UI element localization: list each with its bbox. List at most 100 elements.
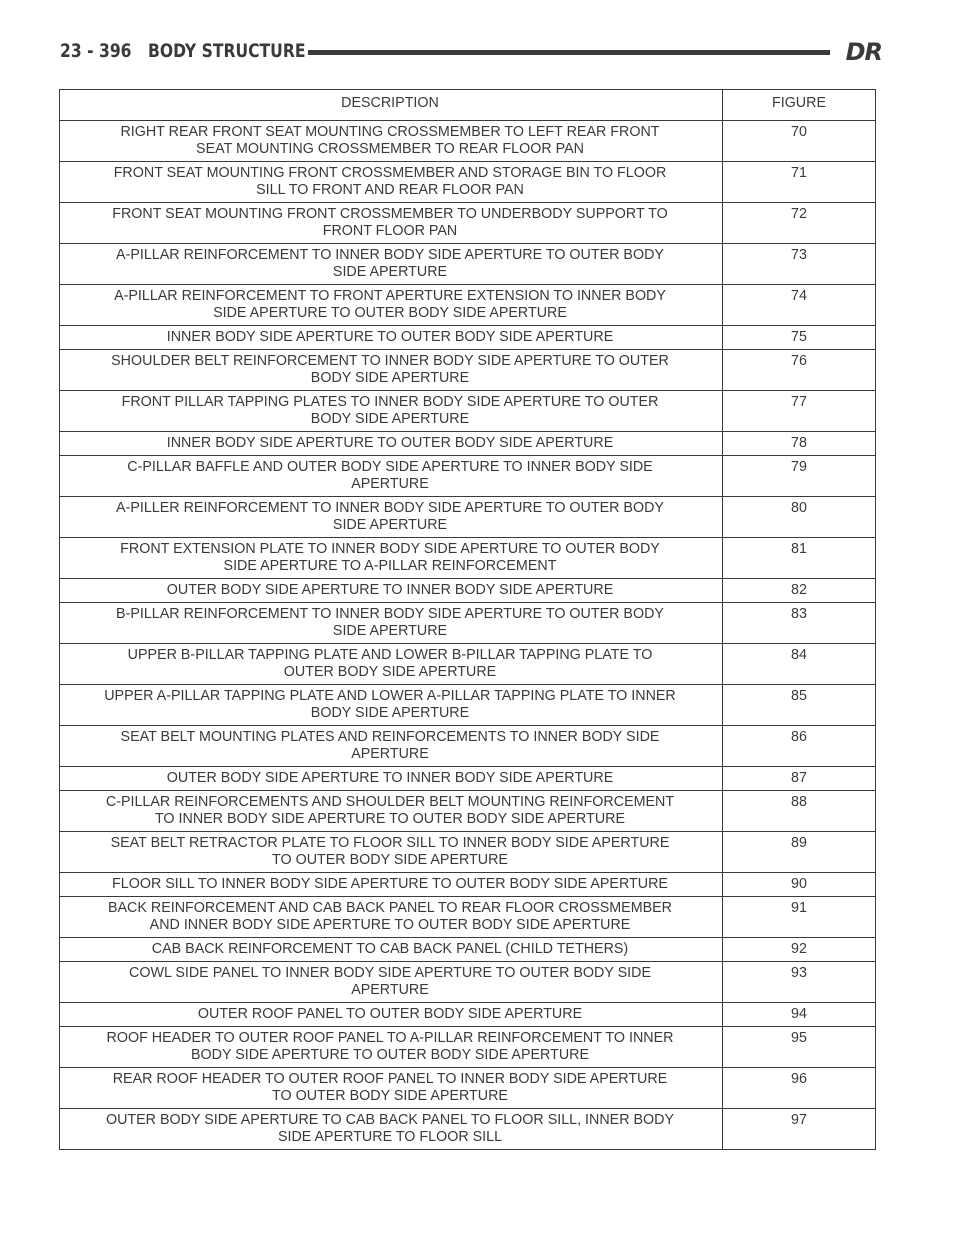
table-row: FRONT SEAT MOUNTING FRONT CROSSMEMBER TO…	[59, 202, 876, 244]
description-line: REAR ROOF HEADER TO OUTER ROOF PANEL TO …	[112, 1071, 668, 1087]
row-description: UPPER A-PILLAR TAPPING PLATE AND LOWER A…	[59, 684, 723, 726]
row-description: FRONT SEAT MOUNTING FRONT CROSSMEMBER TO…	[59, 202, 723, 244]
table-row: RIGHT REAR FRONT SEAT MOUNTING CROSSMEMB…	[59, 120, 876, 162]
row-description: BACK REINFORCEMENT AND CAB BACK PANEL TO…	[59, 896, 723, 938]
row-figure-number: 81	[722, 537, 876, 579]
description-line: A-PILLAR REINFORCEMENT TO INNER BODY SID…	[116, 247, 664, 263]
description-line: APERTURE	[351, 476, 429, 492]
row-figure-number: 97	[722, 1108, 876, 1150]
row-figure-number: 84	[722, 643, 876, 685]
row-description: A-PILLAR REINFORCEMENT TO INNER BODY SID…	[59, 243, 723, 285]
row-figure-number: 94	[722, 1002, 876, 1027]
row-description: RIGHT REAR FRONT SEAT MOUNTING CROSSMEMB…	[59, 120, 723, 162]
description-line: OUTER BODY SIDE APERTURE	[283, 664, 497, 680]
row-figure-number: 96	[722, 1067, 876, 1109]
row-description: FRONT SEAT MOUNTING FRONT CROSSMEMBER AN…	[59, 161, 723, 203]
description-line: FRONT SEAT MOUNTING FRONT CROSSMEMBER AN…	[113, 165, 667, 181]
description-line: CAB BACK REINFORCEMENT TO CAB BACK PANEL…	[151, 941, 629, 957]
row-figure-number: 80	[722, 496, 876, 538]
description-line: SEAT BELT RETRACTOR PLATE TO FLOOR SILL …	[110, 835, 670, 851]
row-figure-number: 73	[722, 243, 876, 285]
row-description: OUTER ROOF PANEL TO OUTER BODY SIDE APER…	[59, 1002, 723, 1027]
row-figure-number: 93	[722, 961, 876, 1003]
table-row: B-PILLAR REINFORCEMENT TO INNER BODY SID…	[59, 602, 876, 644]
header-rule	[308, 50, 830, 55]
model-code: DR	[845, 38, 883, 66]
column-header-description: DESCRIPTION	[59, 89, 723, 121]
table-row: ROOF HEADER TO OUTER ROOF PANEL TO A-PIL…	[59, 1026, 876, 1068]
row-figure-number: 79	[722, 455, 876, 497]
description-line: ROOF HEADER TO OUTER ROOF PANEL TO A-PIL…	[106, 1030, 674, 1046]
description-line: OUTER ROOF PANEL TO OUTER BODY SIDE APER…	[197, 1006, 583, 1022]
table-row: FRONT EXTENSION PLATE TO INNER BODY SIDE…	[59, 537, 876, 579]
row-figure-number: 92	[722, 937, 876, 962]
row-figure-number: 82	[722, 578, 876, 603]
description-line: OUTER BODY SIDE APERTURE TO CAB BACK PAN…	[105, 1112, 675, 1128]
table-row: INNER BODY SIDE APERTURE TO OUTER BODY S…	[59, 431, 876, 456]
figure-index-table: DESCRIPTION FIGURE RIGHT REAR FRONT SEAT…	[59, 89, 876, 1150]
description-line: COWL SIDE PANEL TO INNER BODY SIDE APERT…	[129, 965, 651, 981]
row-description: CAB BACK REINFORCEMENT TO CAB BACK PANEL…	[59, 937, 723, 962]
table-row: OUTER BODY SIDE APERTURE TO INNER BODY S…	[59, 578, 876, 603]
description-line: BODY SIDE APERTURE	[310, 705, 470, 721]
table-row: OUTER ROOF PANEL TO OUTER BODY SIDE APER…	[59, 1002, 876, 1027]
description-line: RIGHT REAR FRONT SEAT MOUNTING CROSSMEMB…	[120, 124, 660, 140]
row-description: INNER BODY SIDE APERTURE TO OUTER BODY S…	[59, 325, 723, 350]
row-description: C-PILLAR REINFORCEMENTS AND SHOULDER BEL…	[59, 790, 723, 832]
description-line: INNER BODY SIDE APERTURE TO OUTER BODY S…	[166, 329, 614, 345]
row-description: A-PILLER REINFORCEMENT TO INNER BODY SID…	[59, 496, 723, 538]
column-header-figure: FIGURE	[722, 89, 876, 121]
row-figure-number: 85	[722, 684, 876, 726]
row-description: FLOOR SILL TO INNER BODY SIDE APERTURE T…	[59, 872, 723, 897]
table-row: FRONT SEAT MOUNTING FRONT CROSSMEMBER AN…	[59, 161, 876, 203]
description-line: SIDE APERTURE	[332, 517, 448, 533]
description-line: SIDE APERTURE TO A-PILLAR REINFORCEMENT	[223, 558, 557, 574]
description-line: BODY SIDE APERTURE	[310, 370, 470, 386]
row-figure-number: 83	[722, 602, 876, 644]
table-row: UPPER A-PILLAR TAPPING PLATE AND LOWER A…	[59, 684, 876, 726]
page-number: 23 - 396	[60, 40, 132, 62]
table-row: FRONT PILLAR TAPPING PLATES TO INNER BOD…	[59, 390, 876, 432]
description-line: SEAT BELT MOUNTING PLATES AND REINFORCEM…	[120, 729, 660, 745]
row-figure-number: 89	[722, 831, 876, 873]
table-row: OUTER BODY SIDE APERTURE TO CAB BACK PAN…	[59, 1108, 876, 1150]
row-description: COWL SIDE PANEL TO INNER BODY SIDE APERT…	[59, 961, 723, 1003]
description-line: SILL TO FRONT AND REAR FLOOR PAN	[256, 182, 524, 198]
table-row: A-PILLER REINFORCEMENT TO INNER BODY SID…	[59, 496, 876, 538]
description-line: TO INNER BODY SIDE APERTURE TO OUTER BOD…	[154, 811, 626, 827]
row-description: SEAT BELT MOUNTING PLATES AND REINFORCEM…	[59, 725, 723, 767]
row-description: UPPER B-PILLAR TAPPING PLATE AND LOWER B…	[59, 643, 723, 685]
table-row: A-PILLAR REINFORCEMENT TO FRONT APERTURE…	[59, 284, 876, 326]
table-row: C-PILLAR BAFFLE AND OUTER BODY SIDE APER…	[59, 455, 876, 497]
description-line: TO OUTER BODY SIDE APERTURE	[272, 852, 508, 868]
description-line: OUTER BODY SIDE APERTURE TO INNER BODY S…	[166, 582, 614, 598]
row-description: OUTER BODY SIDE APERTURE TO CAB BACK PAN…	[59, 1108, 723, 1150]
description-line: BACK REINFORCEMENT AND CAB BACK PANEL TO…	[107, 900, 673, 916]
description-line: SIDE APERTURE TO FLOOR SILL	[277, 1129, 503, 1145]
table-row: SHOULDER BELT REINFORCEMENT TO INNER BOD…	[59, 349, 876, 391]
row-figure-number: 76	[722, 349, 876, 391]
description-line: AND INNER BODY SIDE APERTURE TO OUTER BO…	[149, 917, 631, 933]
row-figure-number: 77	[722, 390, 876, 432]
description-line: A-PILLER REINFORCEMENT TO INNER BODY SID…	[116, 500, 664, 516]
section-title: BODY STRUCTURE	[148, 40, 306, 62]
description-line: UPPER B-PILLAR TAPPING PLATE AND LOWER B…	[127, 647, 653, 663]
table-row: INNER BODY SIDE APERTURE TO OUTER BODY S…	[59, 325, 876, 350]
table-row: BACK REINFORCEMENT AND CAB BACK PANEL TO…	[59, 896, 876, 938]
row-figure-number: 75	[722, 325, 876, 350]
row-description: FRONT EXTENSION PLATE TO INNER BODY SIDE…	[59, 537, 723, 579]
row-figure-number: 91	[722, 896, 876, 938]
description-line: FRONT EXTENSION PLATE TO INNER BODY SIDE…	[120, 541, 660, 557]
description-line: SEAT MOUNTING CROSSMEMBER TO REAR FLOOR …	[196, 141, 584, 157]
description-line: INNER BODY SIDE APERTURE TO OUTER BODY S…	[166, 435, 614, 451]
row-figure-number: 87	[722, 766, 876, 791]
row-description: SHOULDER BELT REINFORCEMENT TO INNER BOD…	[59, 349, 723, 391]
table-row: A-PILLAR REINFORCEMENT TO INNER BODY SID…	[59, 243, 876, 285]
row-description: B-PILLAR REINFORCEMENT TO INNER BODY SID…	[59, 602, 723, 644]
description-line: FLOOR SILL TO INNER BODY SIDE APERTURE T…	[112, 876, 668, 892]
table-row: UPPER B-PILLAR TAPPING PLATE AND LOWER B…	[59, 643, 876, 685]
description-line: SHOULDER BELT REINFORCEMENT TO INNER BOD…	[111, 353, 669, 369]
table-header-row: DESCRIPTION FIGURE	[59, 89, 876, 121]
description-line: UPPER A-PILLAR TAPPING PLATE AND LOWER A…	[104, 688, 676, 704]
description-line: OUTER BODY SIDE APERTURE TO INNER BODY S…	[166, 770, 614, 786]
